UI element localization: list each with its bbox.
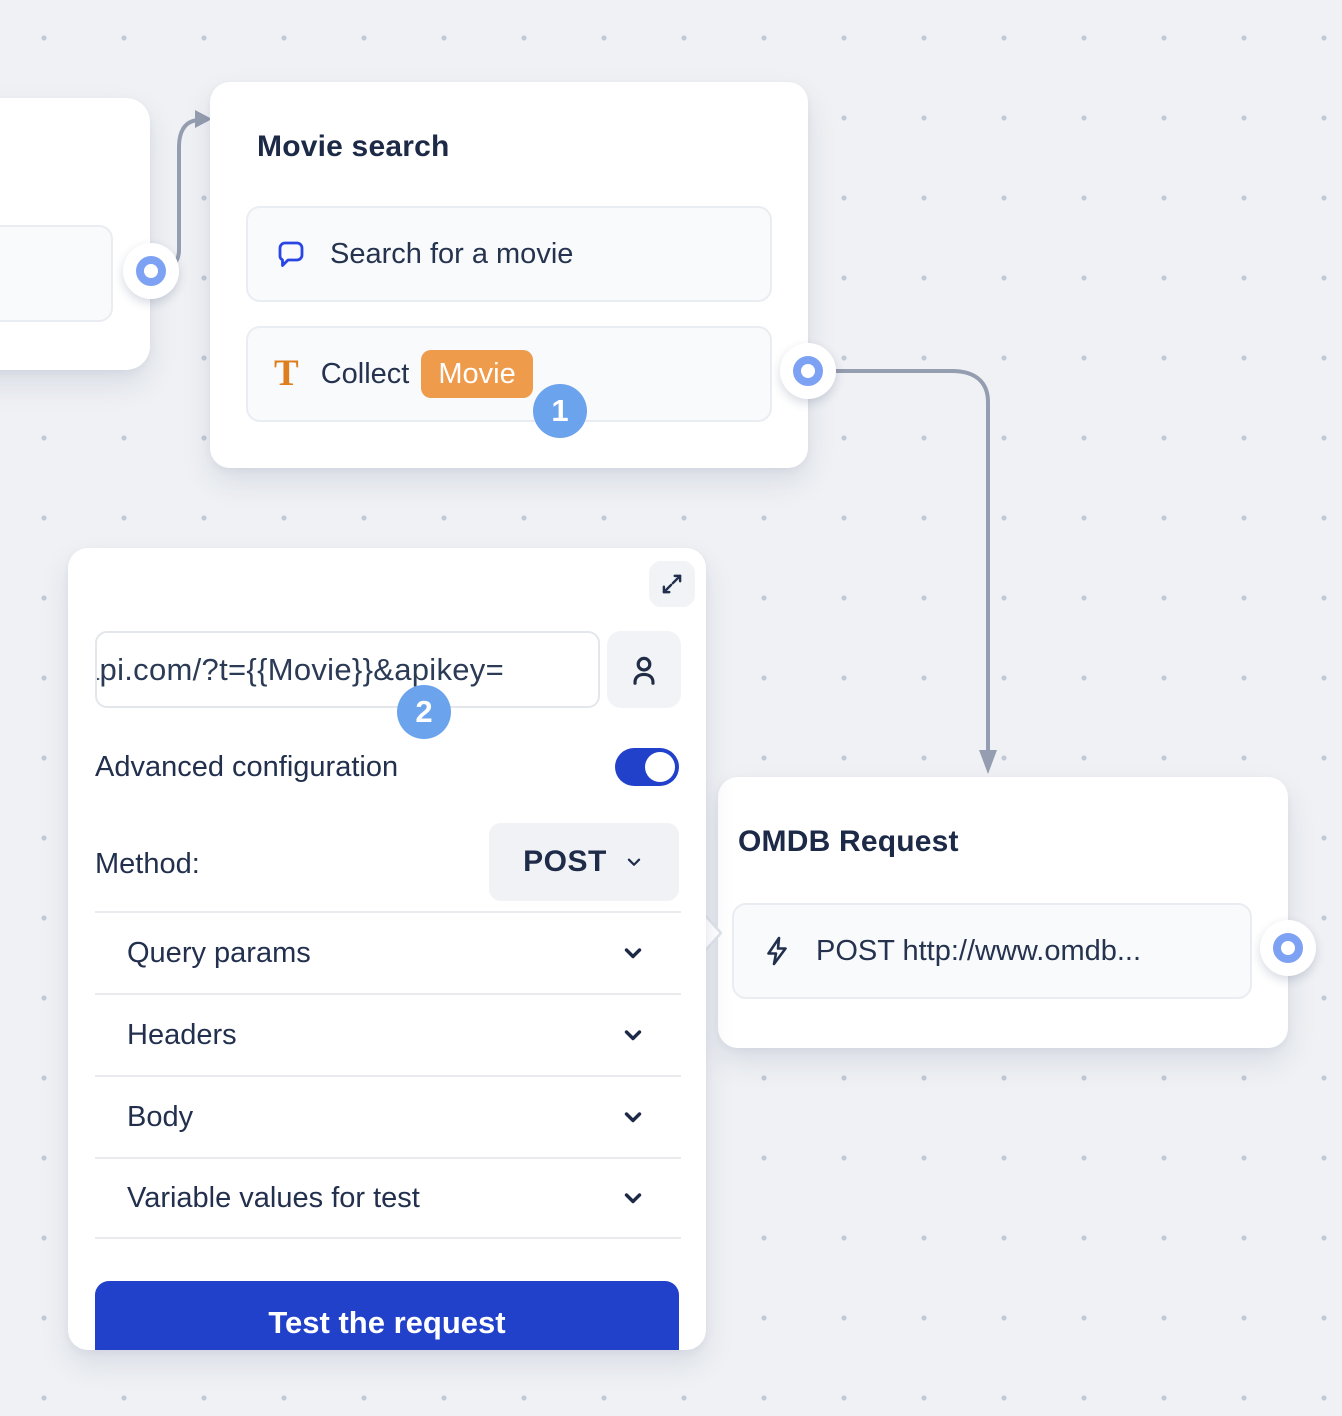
output-port-movie-search[interactable] bbox=[780, 343, 836, 399]
port-ring bbox=[1273, 933, 1303, 963]
chevron-down-icon bbox=[624, 948, 642, 959]
port-ring bbox=[793, 356, 823, 386]
section-label: Body bbox=[127, 1100, 194, 1133]
output-port-omdb[interactable] bbox=[1260, 920, 1316, 976]
config-sections: Query params Headers Body Variable value… bbox=[95, 911, 681, 1239]
collect-block-label: Collect bbox=[320, 357, 410, 390]
chat-bubble-icon bbox=[274, 237, 308, 271]
arrowhead-into-movie-search bbox=[195, 110, 212, 128]
variable-badge-movie[interactable]: Movie bbox=[421, 349, 533, 399]
expand-button[interactable] bbox=[649, 561, 695, 607]
node-partial[interactable] bbox=[0, 98, 150, 370]
section-variable-values[interactable]: Variable values for test bbox=[95, 1157, 681, 1239]
section-body[interactable]: Body bbox=[95, 1075, 681, 1157]
person-icon bbox=[633, 656, 655, 685]
advanced-config-label: Advanced configuration bbox=[95, 751, 399, 783]
advanced-config-toggle[interactable] bbox=[615, 748, 679, 786]
text-input-icon: T bbox=[274, 353, 299, 394]
node-title-omdb: OMDB Request bbox=[738, 825, 959, 858]
message-block[interactable]: Search for a movie bbox=[246, 206, 772, 302]
variable-insert-button[interactable] bbox=[607, 631, 681, 708]
chevron-down-icon bbox=[624, 1193, 642, 1204]
chevron-down-icon bbox=[624, 1112, 642, 1123]
chevron-down-icon bbox=[624, 1030, 642, 1041]
section-label: Variable values for test bbox=[127, 1181, 420, 1214]
step-1-badge: 1 bbox=[533, 384, 587, 438]
chevron-down-icon bbox=[627, 858, 640, 866]
toggle-knob bbox=[645, 752, 675, 782]
method-select[interactable]: POST bbox=[489, 823, 679, 901]
lightning-icon bbox=[760, 934, 794, 968]
port-ring bbox=[136, 256, 166, 286]
section-label: Headers bbox=[127, 1018, 237, 1051]
section-label: Query params bbox=[127, 936, 311, 969]
section-headers[interactable]: Headers bbox=[95, 993, 681, 1075]
test-request-button[interactable]: Test the request bbox=[95, 1281, 679, 1350]
url-input[interactable]: api.com/?t={{Movie}}&apikey= bbox=[95, 631, 600, 708]
arrowhead-into-omdb bbox=[979, 750, 997, 774]
node-partial-row[interactable] bbox=[0, 225, 113, 322]
method-value: POST bbox=[523, 845, 607, 878]
expand-icon bbox=[662, 574, 682, 594]
webhook-block[interactable]: POST http://www.omdb... bbox=[732, 903, 1252, 999]
edge-movie-search-to-omdb bbox=[807, 369, 990, 754]
message-block-label: Search for a movie bbox=[330, 237, 574, 270]
output-port-left-node[interactable] bbox=[123, 243, 179, 299]
webhook-config-panel[interactable]: api.com/?t={{Movie}}&apikey= 2 Advanced … bbox=[68, 548, 706, 1350]
node-omdb-request[interactable]: OMDB Request POST http://www.omdb... bbox=[702, 777, 1288, 1048]
collect-block[interactable]: T Collect Movie bbox=[246, 326, 772, 422]
webhook-block-label: POST http://www.omdb... bbox=[816, 934, 1142, 967]
section-query-params[interactable]: Query params bbox=[95, 911, 681, 993]
url-input-value: api.com/?t={{Movie}}&apikey= bbox=[95, 651, 505, 687]
method-label: Method: bbox=[95, 848, 200, 880]
input-port-notch bbox=[702, 912, 723, 954]
step-2-badge: 2 bbox=[397, 685, 451, 739]
node-movie-search[interactable]: Movie search Search for a movie T Collec… bbox=[210, 82, 808, 468]
node-title-movie-search: Movie search bbox=[257, 130, 450, 163]
